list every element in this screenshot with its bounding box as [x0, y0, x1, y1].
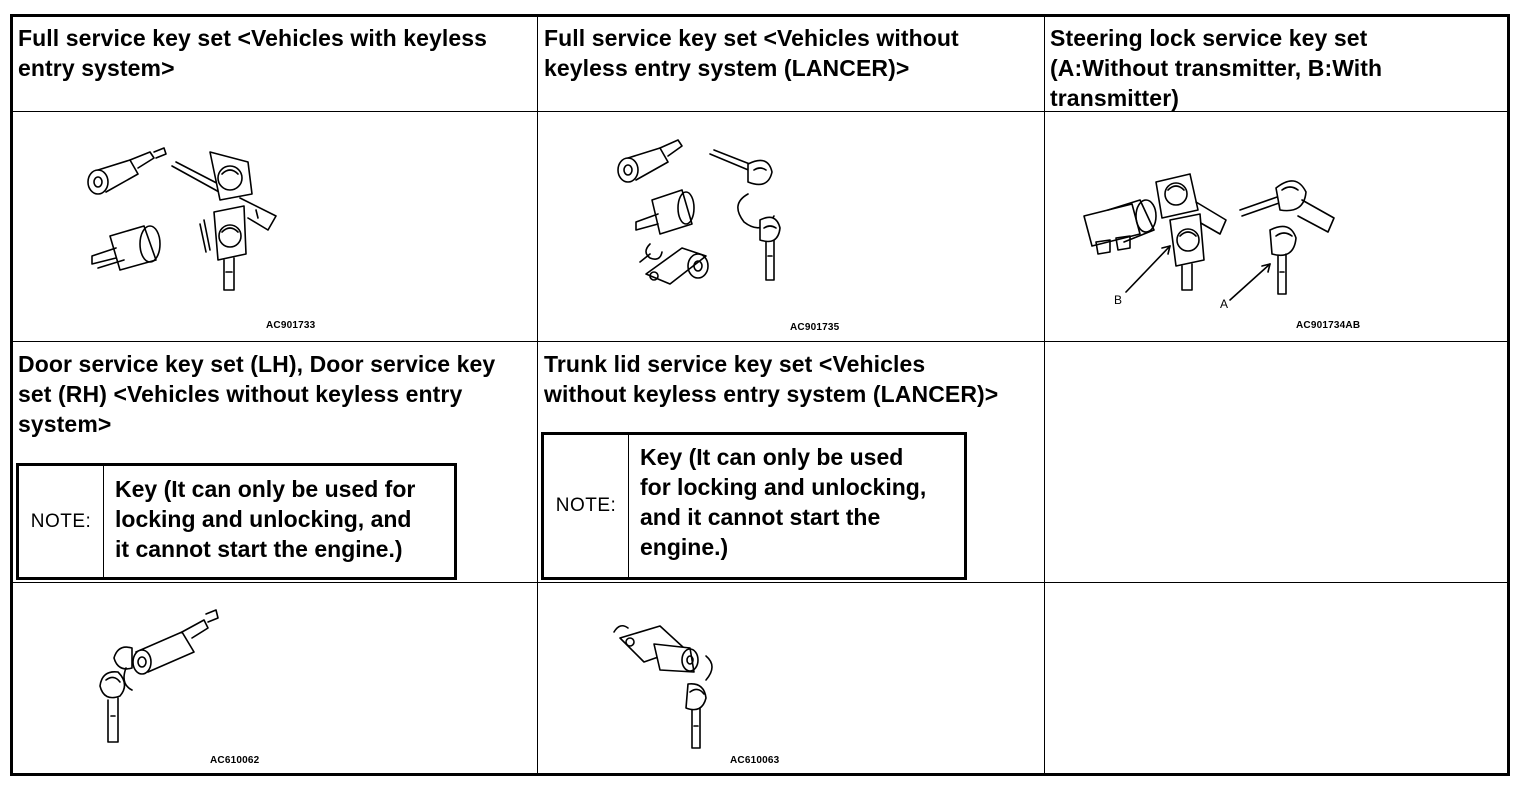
note-text: Key (It can only be used for locking and… — [640, 442, 926, 562]
heading-line: Trunk lid service key set <Vehicles — [544, 351, 926, 377]
full-key-set-lancer-illustration — [617, 139, 781, 285]
service-key-table — [10, 14, 1510, 776]
column-divider-2 — [1044, 14, 1045, 776]
figure-caption: AC901735 — [790, 322, 840, 333]
note-line: Key (It can only be used for — [115, 476, 416, 502]
figure-caption: AC901734AB — [1296, 320, 1361, 331]
cell-heading-trunk-key-set: Trunk lid service key set <Vehicles with… — [544, 349, 998, 409]
note-label: NOTE: — [544, 435, 629, 577]
cell-heading-door-key-set: Door service key set (LH), Door service … — [18, 349, 495, 439]
figure-caption: AC901733 — [266, 320, 316, 331]
heading-line: without keyless entry system (LANCER)> — [544, 381, 999, 407]
label-b: B — [1114, 293, 1122, 307]
note-line: locking and unlocking, and — [115, 506, 412, 532]
cell-heading-full-lancer: Full service key set <Vehicles without k… — [544, 23, 959, 83]
cell-heading-full-keyless: Full service key set <Vehicles with keyl… — [18, 23, 487, 83]
heading-line: Full service key set <Vehicles without — [544, 25, 959, 51]
note-box-trunk: NOTE: Key (It can only be used for locki… — [541, 432, 967, 580]
figure-caption: AC610063 — [730, 755, 780, 766]
heading-line: entry system> — [18, 55, 175, 81]
steering-lock-key-set-illustration: B A — [1083, 173, 1335, 311]
note-line: engine.) — [640, 534, 729, 560]
note-box-door: NOTE: Key (It can only be used for locki… — [16, 463, 457, 580]
note-line: for locking and unlocking, — [640, 474, 927, 500]
heading-line: transmitter) — [1050, 85, 1180, 111]
row-divider-1 — [10, 111, 1510, 112]
heading-line: Steering lock service key set — [1050, 25, 1368, 51]
heading-line: system> — [18, 411, 112, 437]
trunk-key-set-illustration — [613, 624, 713, 749]
note-line: Key (It can only be used — [640, 444, 904, 470]
note-text: Key (It can only be used for locking and… — [115, 474, 415, 564]
figure-caption: AC610062 — [210, 755, 260, 766]
heading-line: Door service key set (LH), Door service … — [18, 351, 496, 377]
note-line: and it cannot start the — [640, 504, 881, 530]
label-a: A — [1220, 297, 1228, 311]
heading-line: keyless entry system (LANCER)> — [544, 55, 910, 81]
door-key-set-illustration — [99, 609, 219, 743]
heading-line: Full service key set <Vehicles with keyl… — [18, 25, 488, 51]
heading-line: set (RH) <Vehicles without keyless entry — [18, 381, 463, 407]
heading-line: (A:Without transmitter, B:With — [1050, 55, 1383, 81]
row-divider-3 — [10, 582, 1510, 583]
row-divider-2 — [10, 341, 1510, 342]
cell-heading-steering-lock: Steering lock service key set (A:Without… — [1050, 23, 1382, 113]
full-key-set-keyless-illustration — [87, 147, 277, 291]
column-divider-1 — [537, 14, 538, 776]
note-label: NOTE: — [19, 466, 104, 577]
note-line: it cannot start the engine.) — [115, 536, 403, 562]
